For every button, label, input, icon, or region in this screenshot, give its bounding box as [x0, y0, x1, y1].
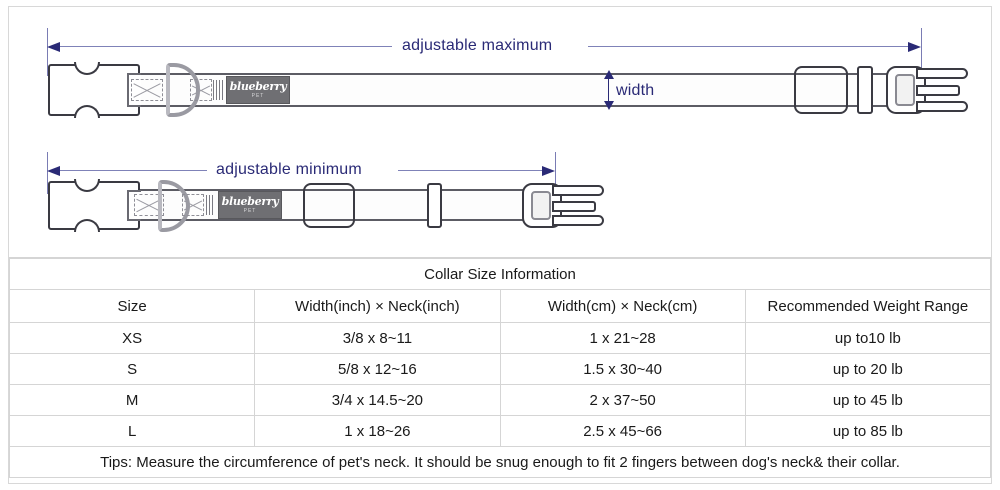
- cell-size: L: [8, 415, 256, 447]
- cell-weight: up to10 lb: [744, 322, 992, 354]
- tips-text: Tips: Measure the circumference of pet's…: [9, 446, 991, 478]
- keeper-loop-min: [427, 183, 442, 228]
- collar-maximum: blueberry PET width: [0, 0, 1000, 130]
- dimension-line-max-left: [52, 46, 392, 47]
- header-weight: Recommended Weight Range: [744, 289, 992, 323]
- arrow-left-max-icon: [47, 42, 60, 52]
- brand-text: blueberry: [229, 80, 287, 93]
- cell-inch: 3/4 x 14.5~20: [254, 384, 501, 416]
- cell-weight: up to 85 lb: [744, 415, 992, 447]
- cell-cm: 1 x 21~28: [499, 322, 746, 354]
- header-cm: Width(cm) × Neck(cm): [499, 289, 746, 323]
- cell-size: XS: [8, 322, 256, 354]
- cell-cm: 2 x 37~50: [499, 384, 746, 416]
- arrow-down-width-icon: [604, 101, 614, 110]
- extension-line-max-left: [47, 28, 48, 76]
- table-header-row: Size Width(inch) × Neck(inch) Width(cm) …: [8, 289, 992, 323]
- collar-diagram: adjustable maximum blueberry PET: [0, 0, 1000, 258]
- table-row: S 5/8 x 12~16 1.5 x 30~40 up to 20 lb: [8, 353, 992, 385]
- stitch-box-left-max: [131, 79, 163, 101]
- table-title: Collar Size Information: [9, 258, 991, 290]
- arrow-right-min-icon: [542, 166, 555, 176]
- arrow-left-min-icon: [47, 166, 60, 176]
- male-buckle-ring-inner: [895, 74, 915, 106]
- male-buckle-prong-center: [552, 200, 596, 212]
- male-buckle-max: [886, 66, 982, 114]
- table-row: L 1 x 18~26 2.5 x 45~66 up to 85 lb: [8, 415, 992, 447]
- header-inch: Width(inch) × Neck(inch): [254, 289, 501, 323]
- male-buckle-prong-center: [916, 85, 960, 96]
- width-dimension-line: [608, 74, 609, 106]
- female-buckle-max: [48, 62, 141, 118]
- brand-subtext: PET: [243, 208, 257, 214]
- size-table-wrapper: Collar Size Information Size Width(inch)…: [8, 258, 992, 478]
- stitch-box-right-min: [182, 194, 204, 216]
- zigzag-stitch-max: [213, 80, 223, 100]
- table-row: M 3/4 x 14.5~20 2 x 37~50 up to 45 lb: [8, 384, 992, 416]
- cell-weight: up to 45 lb: [744, 384, 992, 416]
- header-size: Size: [8, 289, 256, 323]
- width-label: width: [616, 82, 655, 99]
- keeper-loop-max: [857, 66, 873, 114]
- brand-subtext: PET: [251, 93, 265, 99]
- adjustable-maximum-label: adjustable maximum: [402, 37, 553, 54]
- table-row: XS 3/8 x 8~11 1 x 21~28 up to10 lb: [8, 322, 992, 354]
- collar-size-table: Collar Size Information Size Width(inch)…: [8, 258, 992, 478]
- adjustable-minimum-label: adjustable minimum: [216, 161, 362, 178]
- dimension-line-min-left: [52, 170, 207, 171]
- arrow-right-max-icon: [908, 42, 921, 52]
- male-buckle-prong-bottom: [552, 215, 604, 226]
- table-title-row: Collar Size Information: [9, 258, 991, 290]
- cell-inch: 5/8 x 12~16: [254, 353, 501, 385]
- cell-size: S: [8, 353, 256, 385]
- cell-weight: up to 20 lb: [744, 353, 992, 385]
- tri-glide-slider-min: [303, 183, 355, 228]
- arrow-up-width-icon: [604, 70, 614, 79]
- male-buckle-ring-inner: [531, 191, 551, 220]
- dimension-line-max-right: [588, 46, 918, 47]
- cell-cm: 2.5 x 45~66: [499, 415, 746, 447]
- dimension-line-min-right: [398, 170, 552, 171]
- collar-minimum: blueberry PET: [0, 0, 1000, 258]
- tri-glide-slider-max: [794, 66, 848, 114]
- stitch-box-right-max: [190, 79, 212, 101]
- cell-size: M: [8, 384, 256, 416]
- extension-line-min-right: [555, 152, 556, 194]
- cell-cm: 1.5 x 30~40: [499, 353, 746, 385]
- diagram-table-divider: [9, 257, 991, 258]
- extension-line-max-right: [921, 28, 922, 76]
- male-buckle-prong-top: [552, 185, 604, 196]
- male-buckle-prong-top: [916, 68, 968, 79]
- table-tips-row: Tips: Measure the circumference of pet's…: [9, 446, 991, 478]
- brand-text: blueberry: [221, 195, 279, 208]
- male-buckle-min: [522, 183, 618, 228]
- male-buckle-prong-bottom: [916, 101, 968, 112]
- logo-patch-max: blueberry PET: [226, 76, 290, 104]
- cell-inch: 1 x 18~26: [254, 415, 501, 447]
- cell-inch: 3/8 x 8~11: [254, 322, 501, 354]
- zigzag-stitch-min: [206, 195, 215, 215]
- logo-patch-min: blueberry PET: [218, 191, 282, 219]
- female-buckle-min: [48, 179, 141, 232]
